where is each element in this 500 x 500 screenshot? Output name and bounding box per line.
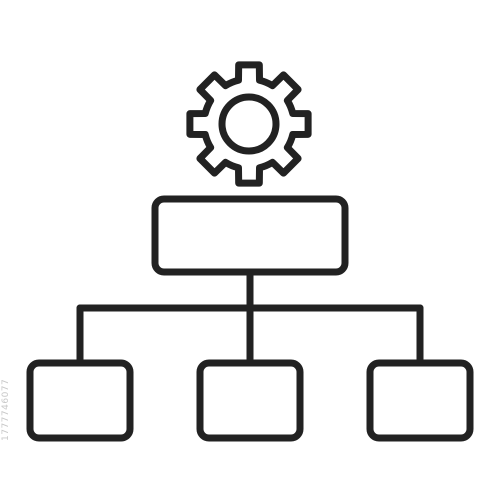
connector-lines [76, 268, 424, 367]
child-box-center [196, 359, 304, 442]
child-box-left [26, 359, 134, 442]
gear-icon [186, 61, 312, 187]
stock-id-watermark: 1777746077 [1, 378, 11, 442]
parent-box [151, 195, 349, 276]
gear-hub [218, 93, 280, 155]
gear-outline [186, 61, 312, 187]
child-box-right [366, 359, 474, 442]
